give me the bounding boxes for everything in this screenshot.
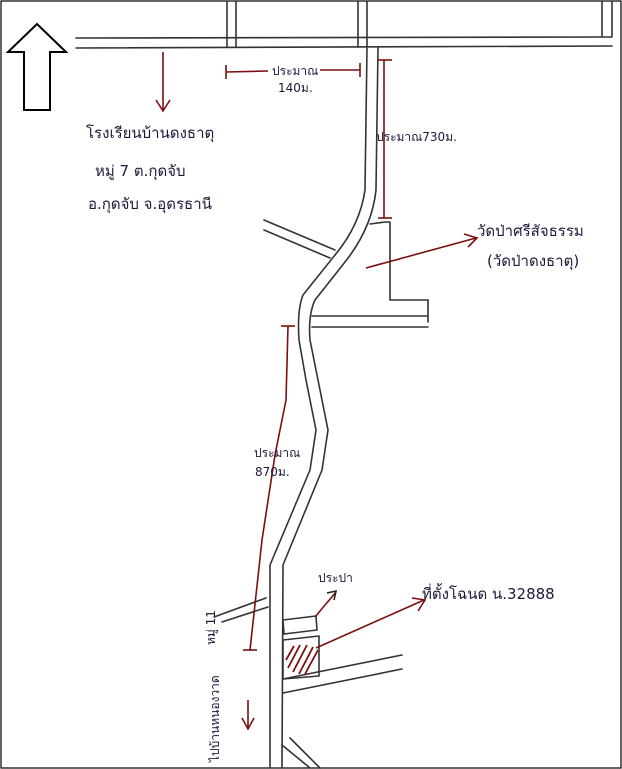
temple-plot bbox=[369, 221, 429, 301]
moo-label: หมู่ 11 bbox=[204, 610, 219, 645]
land-title-label: ที่ตั้งโฉนด น.32888 bbox=[422, 583, 555, 603]
water-tank-box bbox=[282, 615, 318, 635]
top-cross-lines bbox=[226, 1, 613, 48]
temple-alt-name: (วัดป่าดงธาตุ) bbox=[487, 252, 579, 271]
main-road-top bbox=[75, 36, 613, 49]
school-pointer-arrow bbox=[155, 52, 171, 113]
distance-140-label-1: ประมาณ bbox=[272, 64, 318, 78]
branch-road-left bbox=[263, 219, 336, 259]
school-name: โรงเรียนบ้านดงธาตุ bbox=[86, 124, 214, 143]
water-tank-label: ประปา bbox=[318, 571, 353, 585]
access-road bbox=[269, 47, 379, 769]
dimension-140m bbox=[225, 63, 361, 79]
school-address-1: หมู่ 7 ต.กุดจับ bbox=[95, 162, 186, 181]
temple-name: วัดป่าศรีสัจธรรม bbox=[477, 222, 584, 240]
distance-870-label-2: 870ม. bbox=[255, 465, 290, 479]
distance-870-label-1: ประมาณ bbox=[254, 446, 300, 460]
branch-road-bottom bbox=[281, 737, 321, 769]
dimension-870m bbox=[243, 325, 295, 651]
branch-road-right bbox=[311, 299, 429, 328]
temple-pointer-arrow bbox=[365, 233, 479, 269]
branch-road-village bbox=[213, 597, 269, 623]
dimension-730m bbox=[378, 59, 392, 219]
branch-road-lower-right bbox=[282, 654, 403, 694]
land-pointer-arrow bbox=[315, 597, 427, 649]
distance-730-label: ประมาณ730ม. bbox=[376, 130, 457, 144]
distance-140-label-2: 140ม. bbox=[278, 81, 313, 95]
village-direction-label: ไปบ้านหนองวาด bbox=[208, 675, 222, 763]
water-tank-pointer-arrow bbox=[314, 589, 338, 618]
school-address-2: อ.กุดจับ จ.อุดรธานี bbox=[88, 195, 212, 214]
village-direction-arrow bbox=[241, 700, 255, 731]
north-arrow-icon bbox=[5, 22, 69, 111]
land-plot bbox=[282, 635, 320, 680]
